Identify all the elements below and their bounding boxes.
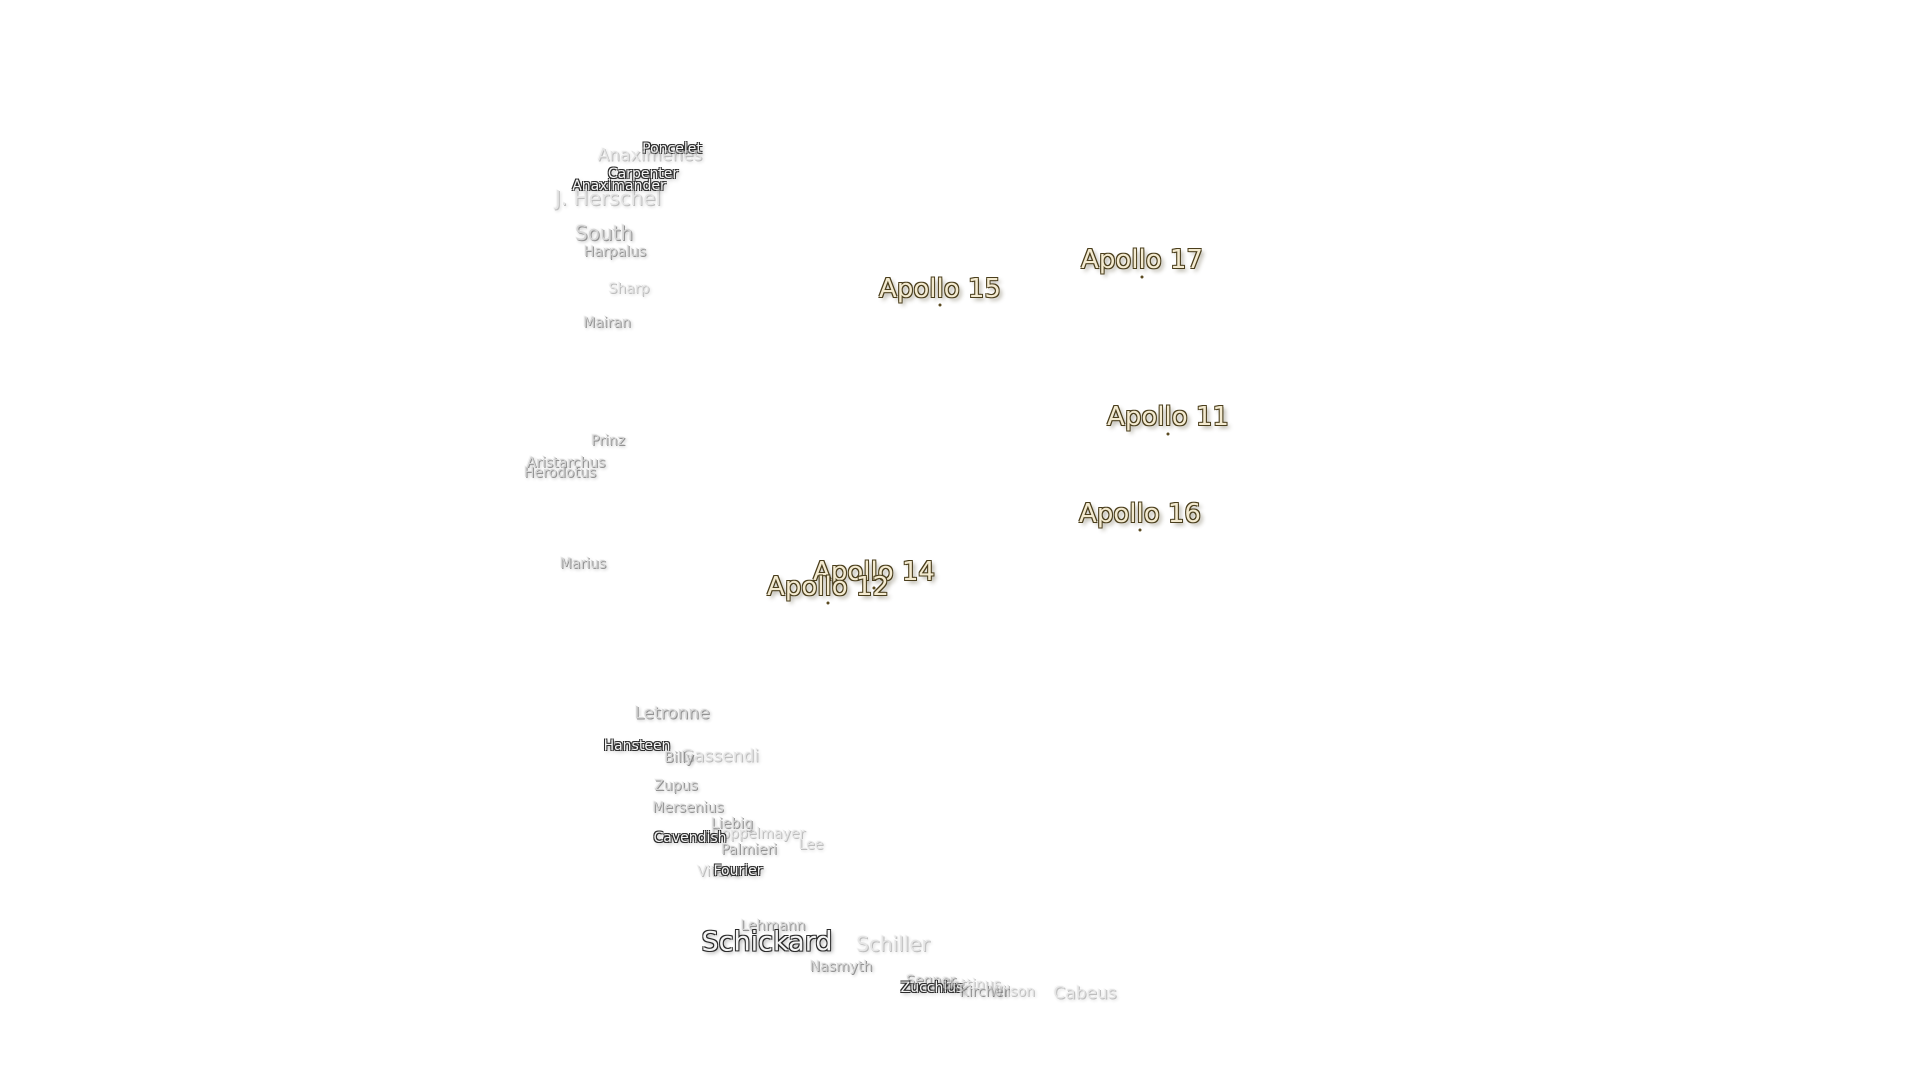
crater-label-segner[interactable]: Segner: [906, 973, 956, 989]
crater-label-mairan[interactable]: Mairan: [583, 315, 631, 331]
crater-label-poncelet[interactable]: Poncelet: [642, 141, 702, 157]
apollo-15-site-marker: [938, 303, 942, 307]
apollo-site-label-15[interactable]: Apollo 15: [879, 274, 1001, 304]
crater-label-zucchius[interactable]: Zucchius: [900, 980, 964, 996]
apollo-14-site-marker: [872, 586, 876, 590]
crater-label-billy[interactable]: Billy: [664, 750, 694, 766]
crater-label-palmieri[interactable]: Palmieri: [720, 842, 778, 858]
crater-label-nasmyth[interactable]: Nasmyth: [809, 959, 873, 975]
crater-label-wilson[interactable]: Wilson: [988, 984, 1036, 1000]
crater-label-herodotus[interactable]: Herodotus: [523, 465, 597, 481]
crater-label-schickard[interactable]: Schickard: [701, 926, 833, 958]
apollo-11-site-marker: [1166, 432, 1170, 436]
crater-label-lehmann[interactable]: Lehmann: [740, 918, 806, 934]
crater-label-letronne[interactable]: Letronne: [634, 703, 710, 724]
apollo-17-site-marker: [1140, 275, 1144, 279]
crater-label-cavendish[interactable]: Cavendish: [653, 830, 727, 846]
crater-label-prinz[interactable]: Prinz: [590, 433, 626, 449]
apollo-16-site-marker: [1138, 528, 1142, 532]
crater-label-j-herschel[interactable]: J. Herschel: [554, 186, 662, 210]
crater-label-lee[interactable]: Lee: [798, 837, 824, 853]
crater-label-zupus[interactable]: Zupus: [654, 778, 698, 794]
apollo-site-label-17[interactable]: Apollo 17: [1081, 245, 1203, 275]
apollo-site-label-12[interactable]: Apollo 12: [767, 572, 889, 602]
crater-label-liebig[interactable]: Liebig: [711, 816, 753, 832]
crater-label-marius[interactable]: Marius: [559, 556, 607, 572]
crater-label-south[interactable]: South: [574, 221, 634, 245]
crater-label-cabeus[interactable]: Cabeus: [1053, 983, 1117, 1004]
crater-label-sharp[interactable]: Sharp: [608, 281, 650, 297]
crater-label-mersenius[interactable]: Mersenius: [652, 800, 724, 816]
crater-label-carpenter[interactable]: Carpenter: [607, 166, 679, 182]
crater-label-bettinus[interactable]: Bettinus: [942, 977, 1002, 993]
crater-label-doppelmayer[interactable]: Doppelmayer: [710, 826, 806, 842]
apollo-site-label-11[interactable]: Apollo 11: [1107, 402, 1229, 432]
crater-label-harpalus[interactable]: Harpalus: [583, 244, 647, 260]
crater-label-anaximenes[interactable]: Anaximenes: [597, 145, 703, 166]
apollo-site-label-14[interactable]: Apollo 14: [813, 557, 935, 587]
apollo-12-site-marker: [826, 601, 830, 605]
crater-label-schiller[interactable]: Schiller: [856, 932, 930, 956]
apollo-site-label-16[interactable]: Apollo 16: [1079, 499, 1201, 529]
crater-label-anaximander[interactable]: Anaximander: [572, 178, 666, 194]
crater-label-hansteen[interactable]: Hansteen: [603, 738, 671, 754]
crater-label-fourier[interactable]: Fourier: [713, 863, 763, 879]
crater-label-vitello[interactable]: Vitello: [697, 864, 741, 880]
crater-label-kircher[interactable]: Kircher: [959, 984, 1009, 1000]
crater-label-gassendi[interactable]: Gassendi: [680, 746, 760, 767]
crater-label-aristarchus[interactable]: Aristarchus: [526, 455, 606, 471]
